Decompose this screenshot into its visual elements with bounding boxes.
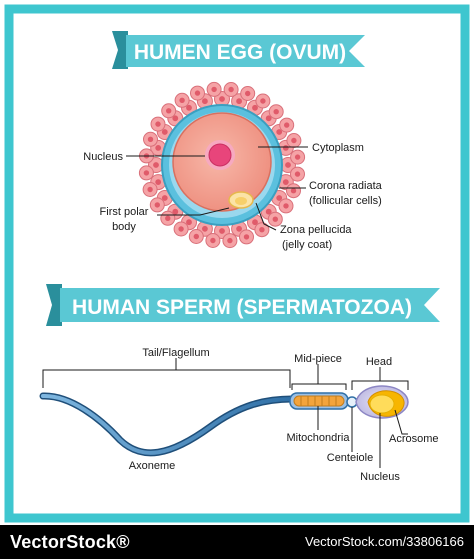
sperm-brackets [42,358,409,468]
label-nucleus-sperm: Nucleus [360,471,400,483]
follicular-cell-nucleus [161,129,168,135]
midpiece-bracket [291,383,347,390]
sperm-banner: HUMAN SPERM (SPERMATOZOA) [46,284,440,326]
follicular-cell-nucleus [186,219,192,226]
follicular-cell-nucleus [276,129,283,135]
label-mitochondria: Mitochondria [287,432,351,444]
egg-banner: HUMEN EGG (OVUM) [112,31,365,69]
follicular-cell-nucleus [161,195,168,201]
follicular-cell-nucleus [236,225,243,232]
follicular-cell-nucleus [186,104,192,111]
mitochondria-stripes [300,396,337,406]
follicular-cell-nucleus [219,96,225,102]
follicular-cell-nucleus [227,237,233,244]
label-midpiece: Mid-piece [294,353,342,365]
follicular-cell-nucleus [219,228,225,234]
follicular-cell-nucleus [245,90,251,97]
follicular-cell-nucleus [228,86,234,93]
label-zona-pellucida: Zona pellucida [280,224,352,236]
follicular-cell-nucleus [243,234,250,240]
label-tail-flagellum: Tail/Flagellum [142,347,209,359]
follicular-cell-nucleus [172,115,179,122]
follicular-cell-nucleus [210,237,216,244]
label-body: body [112,221,136,233]
sperm-banner-title: HUMAN SPERM (SPERMATOZOA) [72,296,412,319]
follicular-cell-nucleus [291,137,297,144]
follicular-cell-nucleus [259,227,265,233]
follicular-cell-nucleus [155,121,161,127]
follicular-cell-nucleus [154,202,160,208]
follicular-cell-nucleus [276,195,283,201]
sperm-nucleus [369,394,395,414]
follicular-cell-nucleus [143,170,150,176]
label-cytoplasm: Cytoplasm [312,142,364,154]
diagram-svg: HUMEN EGG (OVUM) Nucleus Cytoplasm Coron… [4,4,470,523]
follicular-cell-nucleus [202,225,208,232]
label-first-polar: First polar [100,206,149,218]
follicular-cell-nucleus [294,171,301,177]
follicular-cell-nucleus [155,179,162,186]
follicular-cell-nucleus [282,179,289,186]
label-follicular-cells: (follicular cells) [309,195,382,207]
label-centeiole: Centeiole [327,452,373,464]
label-corona-radiata: Corona radiata [309,180,383,192]
follicular-cell-nucleus [166,108,172,114]
follicular-cell-nucleus [202,98,208,105]
follicular-cell-nucleus [284,122,290,128]
follicular-cell-nucleus [211,86,217,93]
follicular-cell-nucleus [172,208,179,215]
follicular-cell-nucleus [294,154,301,160]
follicular-cell-nucleus [147,136,154,142]
sperm-tail-highlight [41,393,294,455]
follicular-cell-nucleus [252,104,258,111]
follicular-cell-nucleus [260,98,266,104]
watermark-brand: VectorStock® [10,532,130,552]
follicular-cell-nucleus [282,145,289,151]
follicular-cell-nucleus [265,208,272,215]
label-head: Head [366,356,392,368]
follicular-cell-nucleus [193,233,199,240]
follicular-cell-nucleus [179,97,185,104]
watermark-bar: VectorStock® VectorStock.com/33806166 [0,525,474,559]
follicular-cell-nucleus [236,98,243,105]
follicular-cell-nucleus [165,215,171,221]
egg-nucleus [208,143,232,167]
follicular-cell-nucleus [178,226,184,232]
sperm-diagram [39,385,409,457]
follicular-cell-nucleus [252,219,258,226]
follicular-cell-nucleus [194,90,201,96]
label-acrosome: Acrosome [389,433,439,445]
egg-leader-lines [126,146,308,231]
follicular-cell-nucleus [147,186,153,193]
label-nucleus-egg: Nucleus [83,151,123,163]
follicular-cell-nucleus [153,162,159,168]
follicular-cell-nucleus [272,216,278,222]
follicular-cell-nucleus [290,188,297,194]
follicular-cell-nucleus [285,162,291,168]
label-axoneme: Axoneme [129,460,175,472]
polar-body-core [235,197,247,205]
follicular-cell-nucleus [155,145,162,151]
mitochondria-coil [293,395,345,407]
follicular-cell-nucleus [265,115,272,122]
follicular-cell-nucleus [283,203,289,209]
watermark-url: VectorStock.com/33806166 [305,534,464,549]
label-jelly-coat: (jelly coat) [282,239,332,251]
follicular-cell-nucleus [273,109,279,115]
ovum-diagram [138,81,306,249]
tail-bracket [42,369,291,388]
egg-banner-title: HUMEN EGG (OVUM) [134,41,346,64]
